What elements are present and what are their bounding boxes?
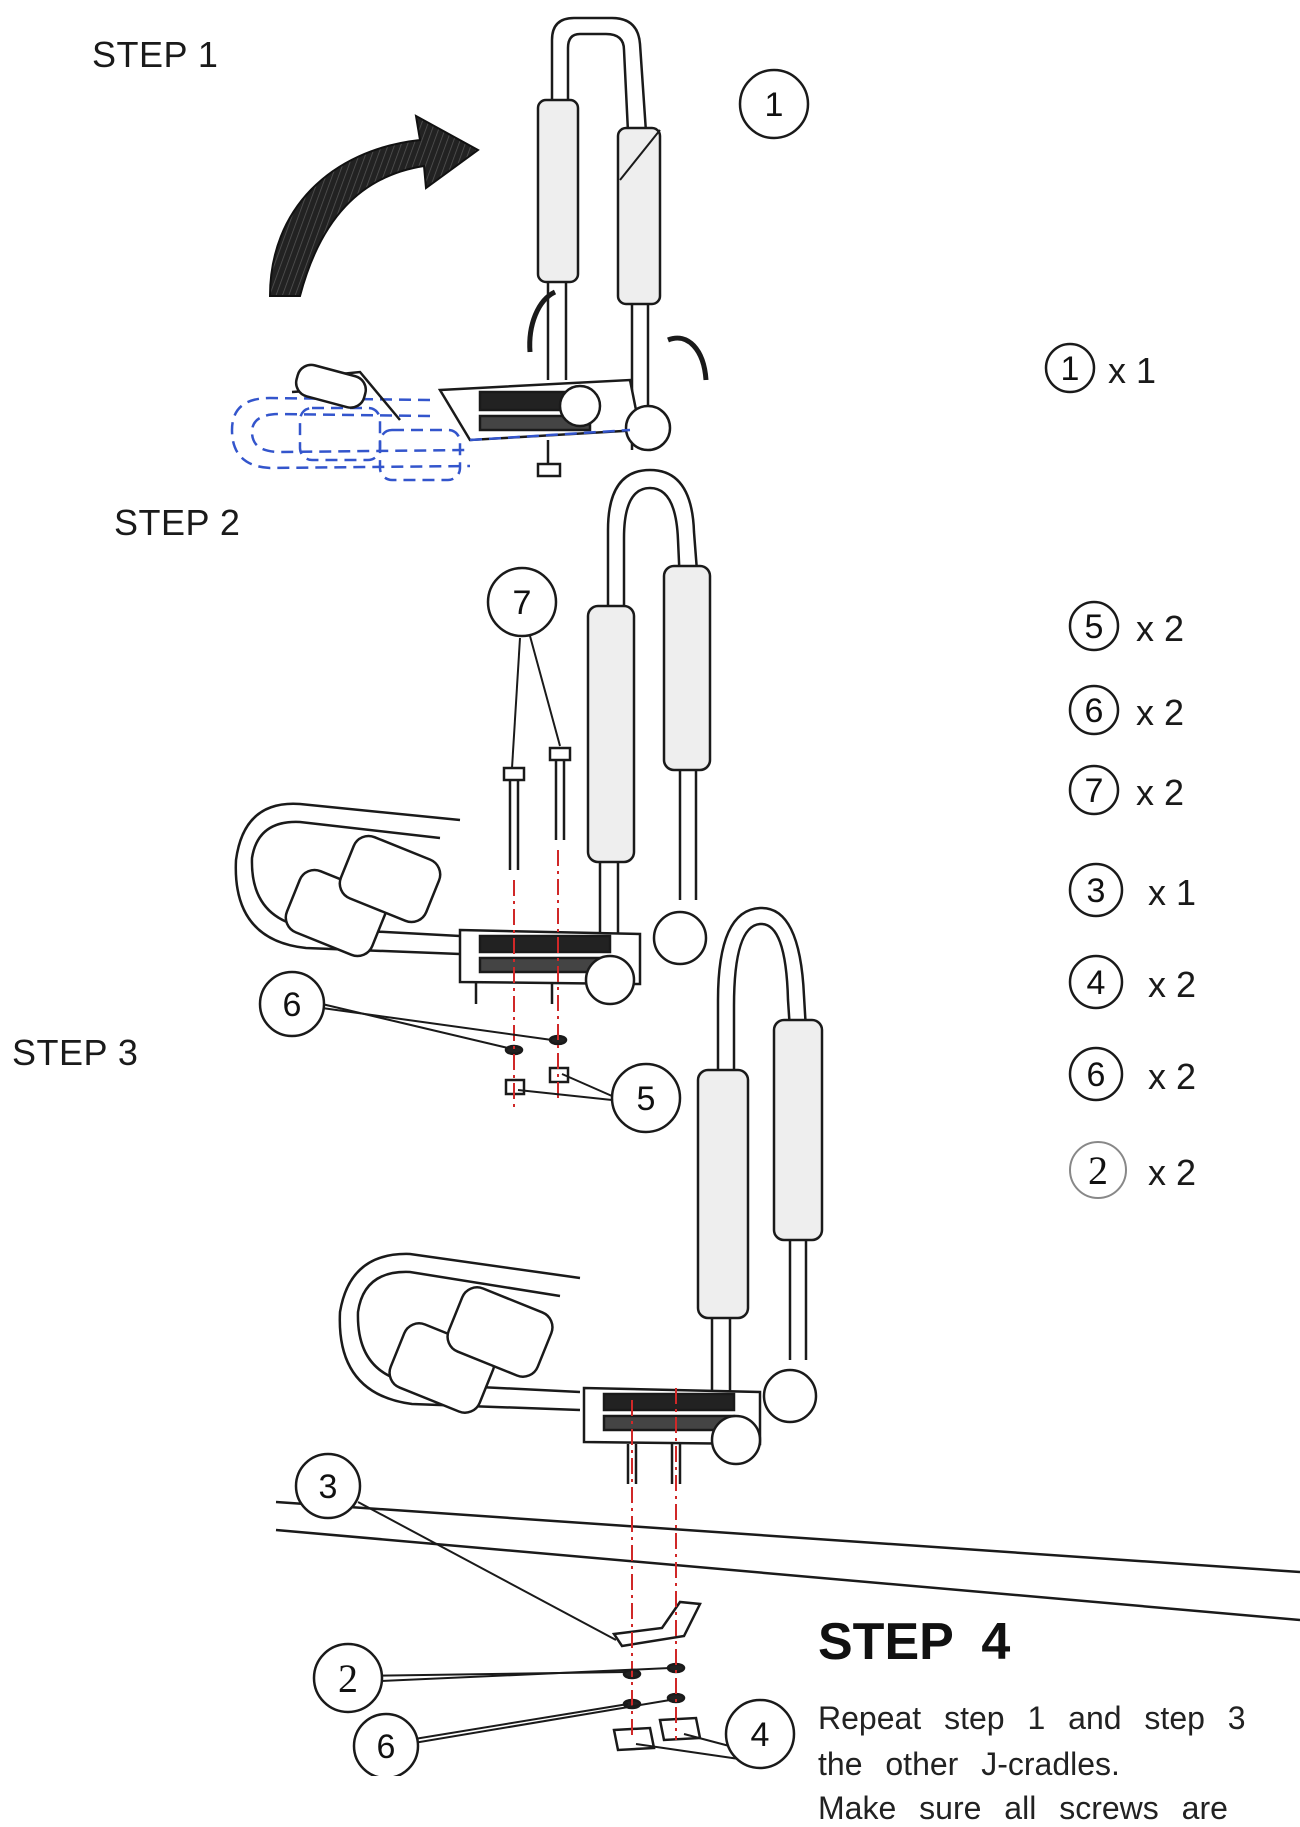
part-item: 5 [1068, 600, 1120, 652]
svg-text:4: 4 [1087, 964, 1106, 1002]
svg-text:6: 6 [377, 1728, 396, 1766]
rotate-arrow-icon [268, 114, 480, 297]
part-qty: x 2 [1148, 1056, 1197, 1097]
svg-text:5: 5 [637, 1080, 656, 1118]
svg-text:3: 3 [1087, 872, 1106, 910]
callout-6-step4: 6 [352, 1712, 420, 1776]
step-2-label: STEP 2 [114, 502, 241, 543]
part-qty: x 1 [1148, 872, 1197, 913]
svg-text:6: 6 [1087, 1056, 1106, 1094]
step-1-label: STEP 1 [92, 34, 219, 75]
step2-centerlines [513, 850, 559, 1110]
part-qty: x 2 [1136, 608, 1185, 649]
step4-leaders [357, 1501, 753, 1761]
callout-5: 5 [610, 1062, 682, 1134]
step4-cradle [275, 906, 1300, 1752]
svg-text:6: 6 [283, 986, 302, 1024]
callout-1: 1 [738, 68, 810, 140]
part-qty: x 1 [1108, 350, 1157, 391]
step-4-title: STEP 4 [818, 1613, 1011, 1671]
step-3-label: STEP 3 [12, 1032, 139, 1073]
svg-text:4: 4 [751, 1716, 770, 1754]
step1-folded-outline [230, 396, 631, 482]
part-item: 4 [1068, 954, 1124, 1010]
step2-cradle [234, 468, 712, 1096]
svg-text:6: 6 [1085, 692, 1104, 730]
part-item: 7 [1068, 764, 1120, 816]
svg-text:5: 5 [1085, 608, 1104, 646]
part-item: 6 [1068, 684, 1120, 736]
part-item: 1 [1044, 342, 1096, 394]
svg-text:3: 3 [319, 1468, 338, 1506]
instruction-line-2: the other J-cradles. [818, 1746, 1120, 1782]
part-item: 6 [1068, 1046, 1124, 1102]
instruction-line-3: Make sure all screws are [818, 1790, 1228, 1826]
step2-leaders [321, 129, 661, 1101]
callout-7: 7 [486, 566, 558, 638]
part-qty: x 2 [1148, 964, 1197, 1005]
callout-4: 4 [724, 1698, 796, 1770]
svg-text:2: 2 [338, 1656, 358, 1701]
part-qty: x 2 [1148, 1152, 1197, 1193]
part-qty: x 2 [1136, 772, 1185, 813]
svg-text:1: 1 [1061, 350, 1080, 388]
step4-centerlines [631, 1388, 677, 1740]
step1-cradle [268, 16, 709, 478]
part-qty: x 2 [1136, 692, 1185, 733]
step1-side-tube [291, 363, 401, 421]
svg-text:2: 2 [1088, 1148, 1108, 1193]
svg-text:7: 7 [513, 584, 532, 622]
callout-6-step2: 6 [258, 970, 326, 1038]
parts-list: 1 5 6 7 3 4 6 2 [1044, 342, 1127, 1199]
svg-text:7: 7 [1085, 772, 1104, 810]
assembly-diagram: 1 7 6 5 3 2 6 4 1 5 6 [230, 16, 1300, 1776]
callout-2: 2 [312, 1642, 384, 1714]
instruction-line-1: Repeat step 1 and step 3 [818, 1700, 1246, 1736]
callout-3: 3 [294, 1452, 362, 1520]
svg-text:1: 1 [765, 86, 784, 124]
part-item: 2 [1069, 1141, 1127, 1199]
part-item: 3 [1068, 862, 1124, 918]
